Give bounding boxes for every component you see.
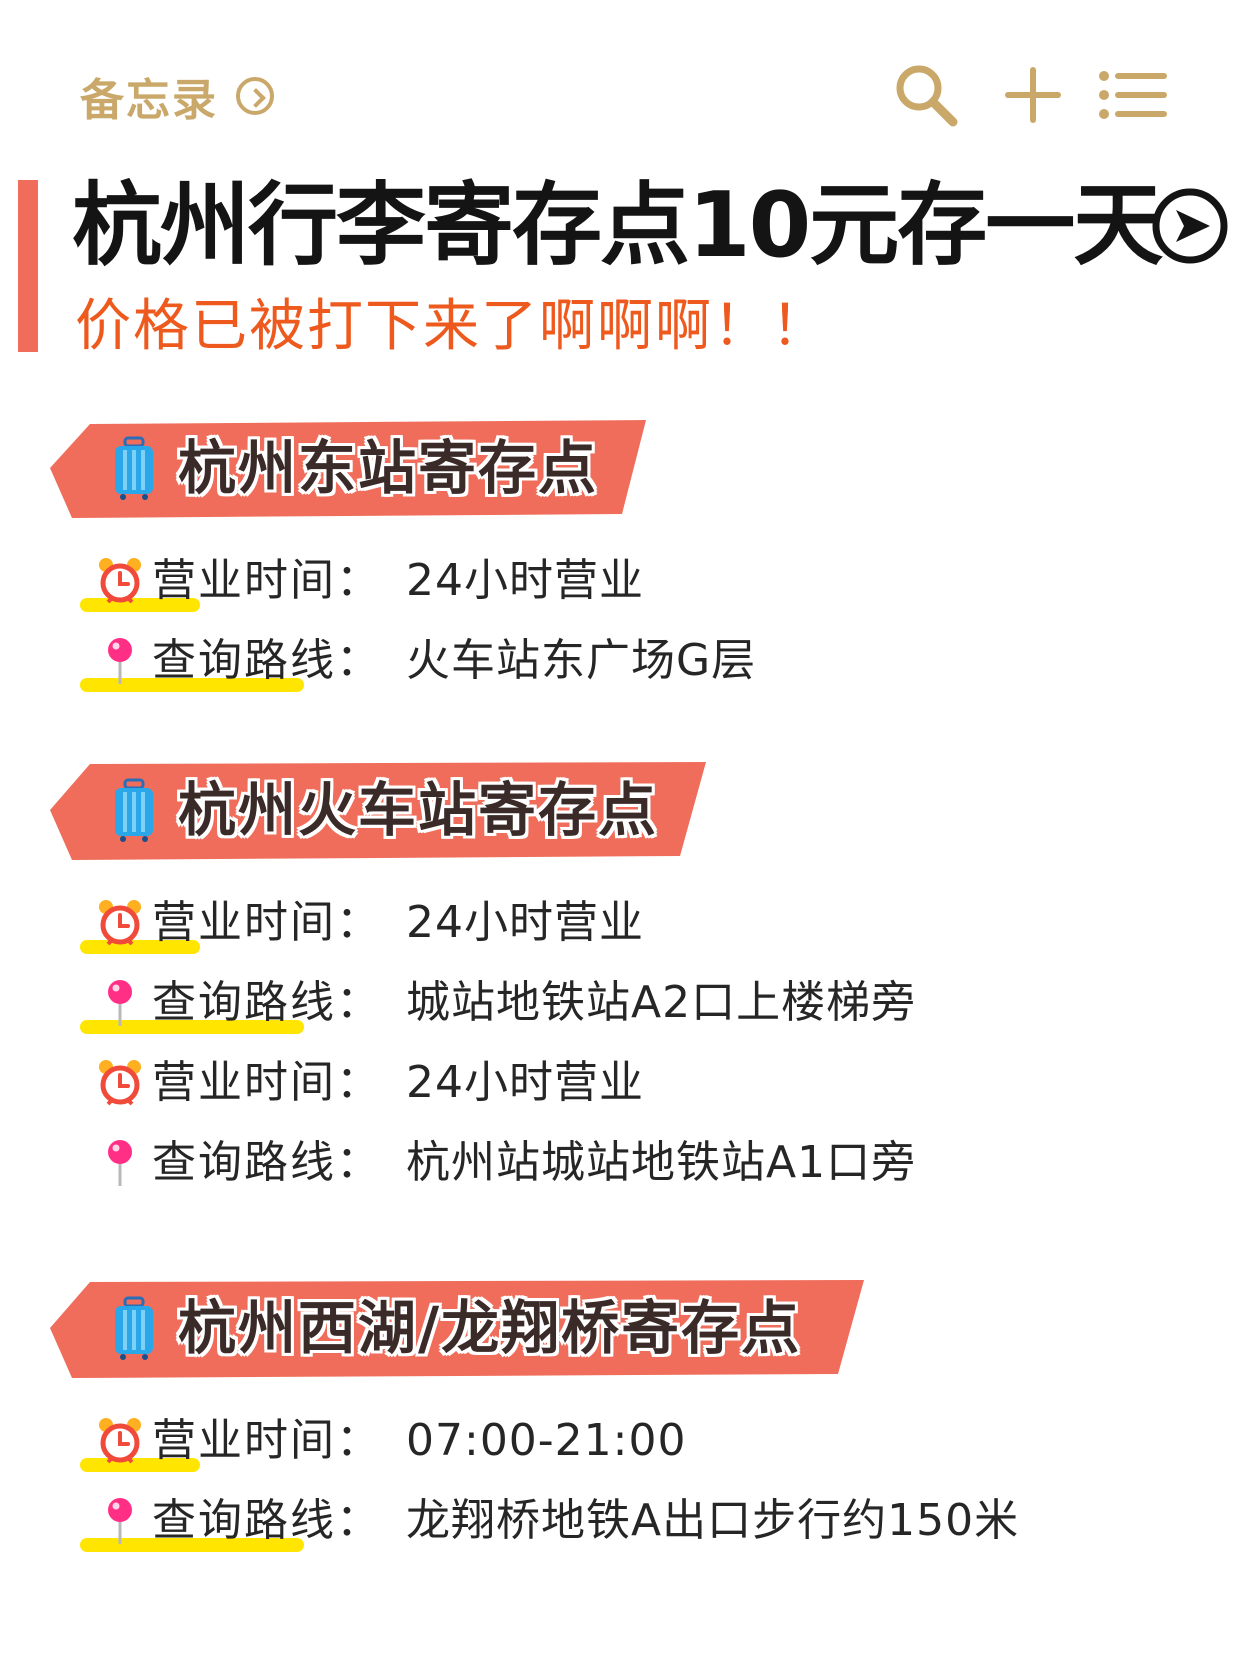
info-row-hours: 营业时间： 24小时营业 [80, 1048, 644, 1118]
banner-background [50, 1280, 864, 1378]
banner-background [50, 420, 646, 518]
highlight-underline [80, 1020, 304, 1034]
row-value: 火车站东广场G层 [406, 635, 757, 686]
pin-icon [108, 1498, 132, 1544]
section-title: 杭州东站寄存点 [178, 434, 599, 502]
row-label: 营业时间： [152, 897, 382, 948]
page-title: 杭州行李寄存点10元存一天 [72, 173, 1163, 278]
pin-icon [108, 1140, 132, 1186]
plus-icon[interactable] [1000, 62, 1066, 128]
row-label: 营业时间： [152, 555, 382, 606]
heading-accent-bar [18, 180, 38, 352]
back-label: 备忘录 [80, 75, 218, 126]
row-label: 查询路线： [152, 977, 382, 1028]
row-value: 24小时营业 [406, 555, 644, 606]
info-row-route: 查询路线： 龙翔桥地铁A出口步行约150米 [80, 1486, 1019, 1556]
info-row-hours: 营业时间： 24小时营业 [80, 546, 644, 616]
suitcase-icon [115, 778, 153, 842]
highlight-underline [80, 678, 304, 692]
section-hangzhou-station: 杭州火车站寄存点 营业时间： 24小时营业 查询路线： 城站地铁站A2口上楼梯旁 [0, 760, 1242, 1210]
info-row-route: 查询路线： 火车站东广场G层 [80, 626, 756, 696]
section-banner: 杭州东站寄存点 [50, 418, 650, 518]
alarm-clock-icon [99, 1060, 141, 1106]
page-subtitle: 价格已被打下来了啊啊啊！！ [75, 294, 829, 359]
alarm-clock-icon [99, 558, 141, 604]
row-label: 营业时间： [152, 1415, 382, 1466]
row-value: 24小时营业 [406, 1057, 644, 1108]
row-label: 查询路线： [152, 635, 382, 686]
suitcase-icon [115, 1296, 153, 1360]
info-row-route: 查询路线： 城站地铁站A2口上楼梯旁 [80, 968, 916, 1038]
section-westlake-longxiangqiao: 杭州西湖/龙翔桥寄存点 营业时间： 07:00-21:00 查询路线： 龙翔桥地… [0, 1278, 1242, 1578]
section-banner: 杭州西湖/龙翔桥寄存点 [50, 1278, 868, 1378]
pin-icon [108, 638, 132, 684]
info-row-route: 查询路线： 杭州站城站地铁站A1口旁 [80, 1128, 916, 1198]
alarm-clock-icon [99, 900, 141, 946]
suitcase-icon [115, 436, 153, 500]
info-row-hours: 营业时间： 24小时营业 [80, 888, 644, 958]
top-bar: 备忘录 [0, 0, 1242, 150]
row-value: 城站地铁站A2口上楼梯旁 [406, 977, 917, 1028]
chevron-right-icon [236, 77, 274, 115]
row-value: 杭州站城站地铁站A1口旁 [406, 1137, 917, 1188]
section-title: 杭州西湖/龙翔桥寄存点 [178, 1294, 802, 1362]
alarm-clock-icon [99, 1418, 141, 1464]
back-button[interactable]: 备忘录 [80, 68, 274, 126]
info-row-hours: 营业时间： 07:00-21:00 [80, 1406, 686, 1476]
row-value: 龙翔桥地铁A出口步行约150米 [406, 1495, 1020, 1546]
play-arrow-icon[interactable] [1150, 186, 1230, 266]
pin-icon [108, 980, 132, 1026]
banner-background [50, 762, 706, 860]
row-label: 查询路线： [152, 1137, 382, 1188]
highlight-underline [80, 1538, 304, 1552]
section-banner: 杭州火车站寄存点 [50, 760, 710, 860]
row-value: 24小时营业 [406, 897, 644, 948]
search-icon[interactable] [893, 62, 959, 128]
row-label: 查询路线： [152, 1495, 382, 1546]
row-value: 07:00-21:00 [406, 1415, 687, 1466]
row-label: 营业时间： [152, 1057, 382, 1108]
section-hangzhou-east: 杭州东站寄存点 营业时间： 24小时营业 查询路线： 火车站东广场G层 [0, 418, 1242, 692]
list-menu-icon[interactable] [1098, 62, 1168, 128]
section-title: 杭州火车站寄存点 [178, 776, 659, 844]
